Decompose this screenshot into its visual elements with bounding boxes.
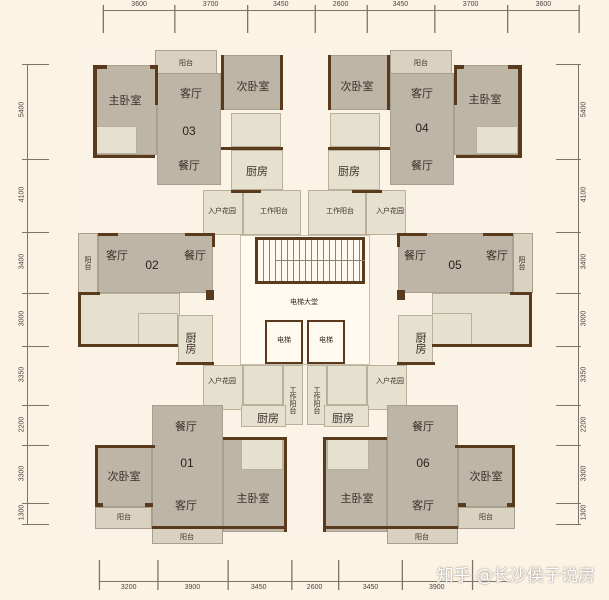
- bath: [432, 313, 472, 345]
- kitchen: [324, 405, 369, 427]
- work-balcony: [307, 365, 327, 425]
- dimension-top: 3600 3700 3450 2600 3450 3700 3600: [0, 0, 609, 40]
- kitchen: [398, 315, 433, 365]
- work-balcony: [283, 365, 303, 425]
- second-bedroom: [328, 55, 390, 110]
- bath: [138, 313, 178, 345]
- second-bedroom: [221, 55, 283, 110]
- master-bath: [327, 437, 369, 470]
- entry-garden: [203, 365, 243, 410]
- master-bath: [241, 437, 283, 470]
- master-bath: [476, 126, 518, 154]
- living-dining: [398, 233, 513, 293]
- entry-garden: [366, 190, 406, 235]
- dimension-bottom: 3200 3900 3450 2600 3450 3900: [0, 540, 609, 600]
- second-bath: [330, 113, 380, 147]
- work-balcony: [243, 190, 301, 235]
- watermark: 知乎 @长沙侯子说房: [436, 566, 595, 586]
- service-bath: [327, 365, 367, 405]
- living-dining: [390, 73, 454, 185]
- second-bedroom: [95, 445, 152, 507]
- living-dining: [157, 73, 221, 185]
- kitchen: [231, 150, 283, 190]
- entry-garden: [203, 190, 243, 235]
- entry-garden: [367, 365, 407, 410]
- living-dining: [152, 405, 223, 532]
- kitchen: [328, 150, 380, 190]
- balcony: [95, 507, 152, 529]
- master-bath: [95, 126, 137, 154]
- kitchen: [241, 405, 286, 427]
- second-bath: [231, 113, 281, 147]
- elevator-1: [265, 320, 303, 364]
- elevator-2: [307, 320, 345, 364]
- living-dining: [98, 233, 213, 293]
- living-dining: [387, 405, 458, 532]
- balcony: [458, 507, 515, 529]
- work-balcony: [308, 190, 366, 235]
- service-bath: [243, 365, 283, 405]
